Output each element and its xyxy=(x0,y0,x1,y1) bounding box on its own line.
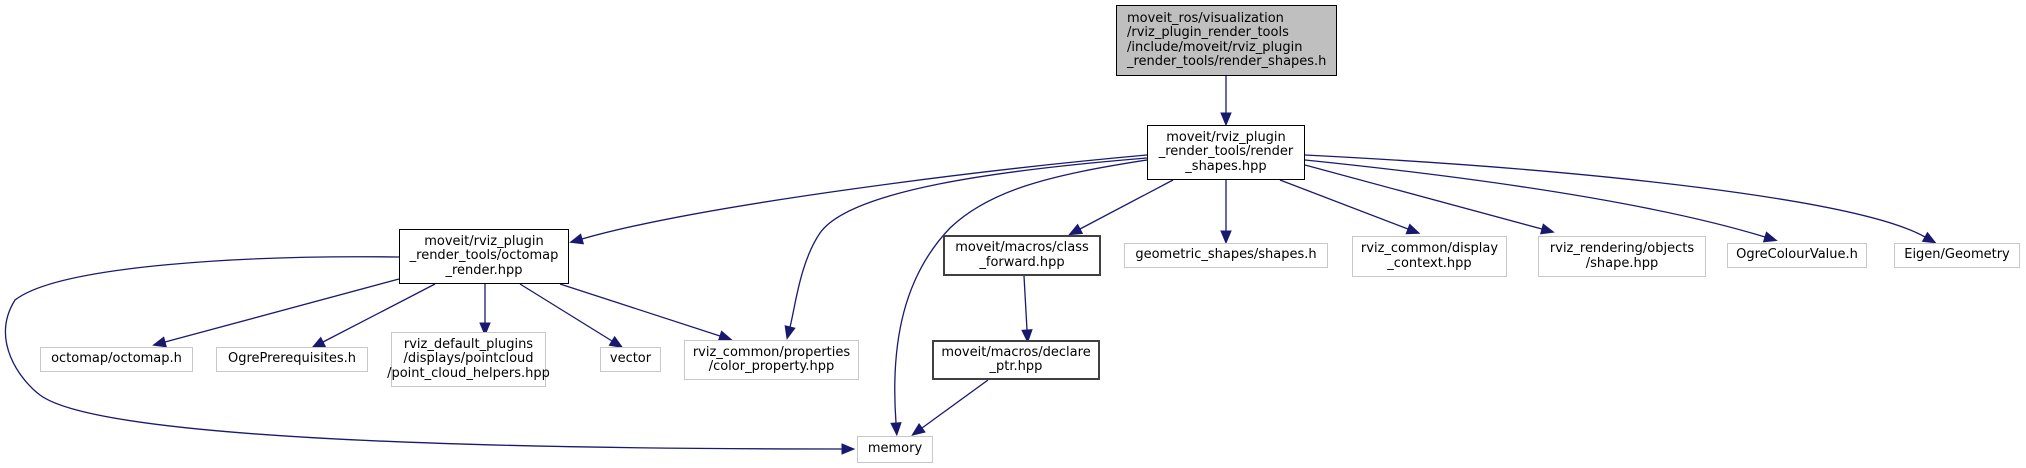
edge-render-shapes-hpp-to-memory xyxy=(894,159,1148,424)
node-shape-hpp[interactable]: rviz_rendering/objects /shape.hpp xyxy=(1538,236,1706,277)
edge-octomap-render-to-color-property xyxy=(559,283,721,337)
edge-declare-ptr-to-memory-arrowhead xyxy=(911,423,926,436)
node-label: rviz_rendering/objects /shape.hpp xyxy=(1549,241,1695,271)
edge-octomap-render-to-octomap-h xyxy=(164,278,400,343)
node-label: moveit_ros/visualization /rviz_plugin_re… xyxy=(1127,10,1327,69)
edge-declare-ptr-to-memory xyxy=(921,379,989,429)
node-label: geometric_shapes/shapes.h xyxy=(1135,247,1317,263)
node-display-context[interactable]: rviz_common/display _context.hpp xyxy=(1352,236,1507,277)
node-ogre-prerequisites[interactable]: OgrePrerequisites.h xyxy=(216,347,368,372)
edge-render-shapes-hpp-to-colour-value-arrowhead xyxy=(1762,231,1778,243)
node-label: moveit/macros/class _forward.hpp xyxy=(955,240,1089,270)
edge-render-shapes-hpp-to-class-forward-arrowhead xyxy=(1068,223,1084,236)
edge-render-shapes-hpp-to-colour-value xyxy=(1304,159,1766,238)
node-label: OgreColourValue.h xyxy=(1736,247,1858,263)
edge-render-shapes-hpp-to-display-context-arrowhead xyxy=(1405,223,1421,235)
node-eigen-geometry[interactable]: Eigen/Geometry xyxy=(1894,243,2020,268)
node-label: rviz_common/properties /color_property.h… xyxy=(692,344,851,374)
edge-render-shapes-hpp-to-color-property-arrowhead xyxy=(784,325,796,340)
edge-render-shapes-hpp-to-memory-arrowhead xyxy=(890,422,902,437)
node-label: Eigen/Geometry xyxy=(1904,247,2010,263)
node-label: OgrePrerequisites.h xyxy=(228,351,356,367)
node-declare-ptr[interactable]: moveit/macros/declare _ptr.hpp xyxy=(932,340,1100,380)
node-root[interactable]: moveit_ros/visualization /rviz_plugin_re… xyxy=(1116,5,1337,76)
node-label: moveit/macros/declare _ptr.hpp xyxy=(941,344,1091,374)
edge-render-shapes-hpp-to-eigen-geometry-arrowhead xyxy=(1921,231,1937,244)
node-memory[interactable]: memory xyxy=(857,436,933,463)
node-render-shapes-hpp[interactable]: moveit/rviz_plugin _render_tools/render … xyxy=(1147,125,1305,180)
node-shapes-h[interactable]: geometric_shapes/shapes.h xyxy=(1124,243,1328,268)
edge-octomap-render-to-octomap-h-arrowhead xyxy=(152,336,167,348)
node-vector[interactable]: vector xyxy=(600,347,661,372)
node-color-property[interactable]: rviz_common/properties /color_property.h… xyxy=(684,340,859,380)
edge-render-shapes-hpp-to-octomap-render-arrowhead xyxy=(569,233,585,245)
node-label: rviz_common/display _context.hpp xyxy=(1360,241,1499,271)
node-point-cloud-helpers[interactable]: rviz_default_plugins /displays/pointclou… xyxy=(387,332,550,387)
node-octomap-render[interactable]: moveit/rviz_plugin _render_tools/octomap… xyxy=(399,229,569,284)
edge-render-shapes-hpp-to-display-context xyxy=(1279,179,1409,230)
edge-render-shapes-hpp-to-eigen-geometry xyxy=(1304,154,1926,238)
edge-octomap-render-to-memory xyxy=(4,256,843,450)
edge-render-shapes-hpp-to-shape-hpp-arrowhead xyxy=(1540,223,1555,235)
edge-render-shapes-hpp-to-shapes-h-arrowhead xyxy=(1220,230,1232,245)
edge-octomap-render-to-ogre-prereq xyxy=(322,283,436,343)
edge-render-shapes-hpp-to-color-property xyxy=(789,157,1148,328)
node-label: moveit/rviz_plugin _render_tools/octomap… xyxy=(409,233,559,278)
edge-octomap-render-to-vector-arrowhead xyxy=(608,335,624,349)
edge-render-shapes-hpp-to-octomap-render xyxy=(581,154,1148,240)
edge-render-shapes-hpp-to-class-forward xyxy=(1079,179,1174,230)
node-label: octomap/octomap.h xyxy=(51,351,182,367)
node-label: vector xyxy=(609,351,652,367)
edge-root-to-render-shapes-hpp-arrowhead xyxy=(1220,112,1232,127)
edge-octomap-render-to-ogre-prereq-arrowhead xyxy=(311,336,327,349)
node-colour-value[interactable]: OgreColourValue.h xyxy=(1727,243,1867,268)
edge-octomap-render-to-point-cloud-helpers-arrowhead xyxy=(479,322,491,337)
edge-octomap-render-to-vector xyxy=(519,283,613,342)
node-label: memory xyxy=(867,441,923,457)
node-class-forward[interactable]: moveit/macros/class _forward.hpp xyxy=(943,235,1101,276)
node-label: rviz_default_plugins /displays/pointclou… xyxy=(387,336,550,381)
node-octomap-h[interactable]: octomap/octomap.h xyxy=(40,347,193,372)
edge-class-forward-to-declare-ptr xyxy=(1023,275,1028,331)
edge-octomap-render-to-memory-arrowhead xyxy=(841,443,856,455)
edge-render-shapes-hpp-to-shape-hpp xyxy=(1304,164,1543,230)
node-label: moveit/rviz_plugin _render_tools/render … xyxy=(1158,129,1294,174)
edge-class-forward-to-declare-ptr-arrowhead xyxy=(1021,329,1033,344)
